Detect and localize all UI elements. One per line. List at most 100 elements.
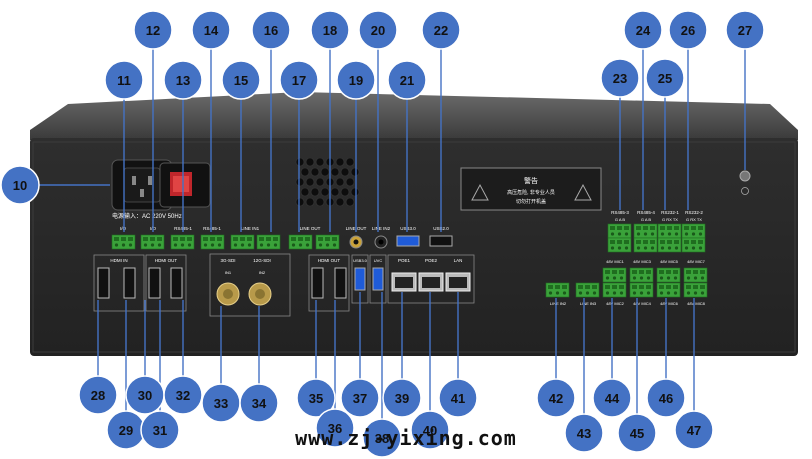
callout-number: 14	[204, 23, 219, 38]
mic-label-bottom-3: 48V MIC6	[660, 301, 679, 306]
line-out-terminal-r[interactable]	[288, 234, 313, 250]
fan-hole	[300, 187, 310, 197]
mic-label-bottom-2: 48V MIC4	[633, 301, 652, 306]
rs-terminal-top-4[interactable]	[681, 223, 706, 239]
hdmi-out2-label: HDMI OUT	[318, 258, 340, 263]
line-in-terminal-l[interactable]	[256, 234, 281, 250]
rs-sub-label-2: G A B	[641, 217, 652, 222]
callout-41: 41	[438, 378, 478, 418]
io-terminal-1[interactable]	[111, 234, 136, 250]
warning-line-1: 高压危险, 非专业人员	[507, 189, 555, 196]
line-out-terminal-l[interactable]	[315, 234, 340, 250]
rs-label-3: RS232-1	[661, 210, 679, 215]
fan-hole	[350, 187, 360, 197]
rs485-terminal-1[interactable]	[170, 234, 195, 250]
mic-terminal-top-3[interactable]	[656, 267, 681, 283]
line-in-label: LINE IN1	[241, 226, 260, 231]
fan-hole	[320, 167, 330, 177]
callout-number: 18	[323, 23, 337, 38]
callout-42: 42	[536, 378, 576, 418]
io-terminal-2[interactable]	[140, 234, 165, 250]
rs-terminal-bottom-2[interactable]	[633, 237, 658, 253]
callout-circle	[251, 10, 291, 50]
callout-35: 35	[296, 378, 336, 418]
rs-terminal-bottom-4[interactable]	[681, 237, 706, 253]
rs-terminal-bottom-3[interactable]	[657, 237, 682, 253]
sdi-12g-label: 12G-SDI	[253, 258, 271, 263]
callout-number: 33	[214, 396, 228, 411]
fan-hole	[335, 157, 345, 167]
callout-circle	[536, 378, 576, 418]
callout-31: 31	[140, 410, 180, 450]
callout-circle	[645, 58, 685, 98]
rs-terminal-bottom-1[interactable]	[607, 237, 632, 253]
usb30-port[interactable]	[396, 235, 420, 247]
callout-number: 25	[658, 71, 672, 86]
callout-circle	[310, 10, 350, 50]
callout-circle	[410, 410, 450, 450]
chassis-top	[30, 92, 798, 140]
hdmi-out2-port-1[interactable]	[311, 267, 324, 299]
network-group	[387, 254, 475, 304]
callout-number: 10	[13, 178, 27, 193]
callout-number: 32	[176, 388, 190, 403]
callout-number: 40	[423, 423, 437, 438]
fan-hole	[330, 167, 340, 177]
lan-label: LAN	[454, 258, 463, 263]
mic-terminal-bottom-3[interactable]	[656, 282, 681, 298]
callout-circle	[279, 60, 319, 100]
line-small-terminal-1[interactable]	[545, 282, 570, 298]
usb30-b-port[interactable]	[354, 267, 366, 291]
mic-label-bottom-4: 48V MIC8	[687, 301, 706, 306]
callout-23: 23	[600, 58, 640, 98]
callout-number: 28	[91, 388, 105, 403]
mic-terminal-bottom-2[interactable]	[629, 282, 654, 298]
usb20-port[interactable]	[429, 235, 453, 247]
hdmi-out-port-2[interactable]	[170, 267, 183, 299]
fan-hole	[330, 187, 340, 197]
hdmi-in-port-1[interactable]	[97, 267, 110, 299]
fan-hole	[340, 187, 350, 197]
callout-45: 45	[617, 413, 657, 453]
line-small-label-2: LINE IN3	[580, 301, 597, 306]
mic-label-top-4: 48V MIC7	[687, 259, 706, 264]
hdmi-out-port-1[interactable]	[148, 267, 161, 299]
callout-number: 34	[252, 396, 267, 411]
sdi-in1-label: IN1	[225, 270, 232, 275]
callout-11: 11	[104, 60, 144, 100]
callout-circle	[104, 60, 144, 100]
callout-21: 21	[387, 60, 427, 100]
line-in-terminal-r[interactable]	[230, 234, 255, 250]
callout-number: 35	[309, 391, 323, 406]
callout-15: 15	[221, 60, 261, 100]
callout-32: 32	[163, 375, 203, 415]
rs-terminal-top-2[interactable]	[633, 223, 658, 239]
line-small-terminal-2[interactable]	[575, 282, 600, 298]
callout-number: 20	[371, 23, 385, 38]
mic-terminal-bottom-1[interactable]	[602, 282, 627, 298]
uvc-port[interactable]	[372, 267, 384, 291]
callout-circle	[315, 408, 355, 448]
callout-circle	[382, 378, 422, 418]
mic-terminal-bottom-4[interactable]	[683, 282, 708, 298]
rs-terminal-top-1[interactable]	[607, 223, 632, 239]
callout-number: 16	[264, 23, 278, 38]
hdmi-in-port-2[interactable]	[123, 267, 136, 299]
mic-terminal-top-4[interactable]	[683, 267, 708, 283]
callout-20: 20	[358, 10, 398, 50]
mic-terminal-top-1[interactable]	[602, 267, 627, 283]
fan-hole	[315, 157, 325, 167]
callout-34: 34	[239, 383, 279, 423]
mic-terminal-top-2[interactable]	[629, 267, 654, 283]
callout-18: 18	[310, 10, 350, 50]
fan-hole	[300, 167, 310, 177]
rs-sub-label-4: G RX TX	[686, 217, 702, 222]
hdmi-out2-port-2[interactable]	[334, 267, 347, 299]
line-out-label: LINE OUT	[300, 226, 321, 231]
callout-12: 12	[133, 10, 173, 50]
rs485-terminal-2[interactable]	[200, 234, 225, 250]
callout-circle	[191, 10, 231, 50]
callout-46: 46	[646, 378, 686, 418]
rs-terminal-top-3[interactable]	[657, 223, 682, 239]
fan-hole	[345, 157, 355, 167]
